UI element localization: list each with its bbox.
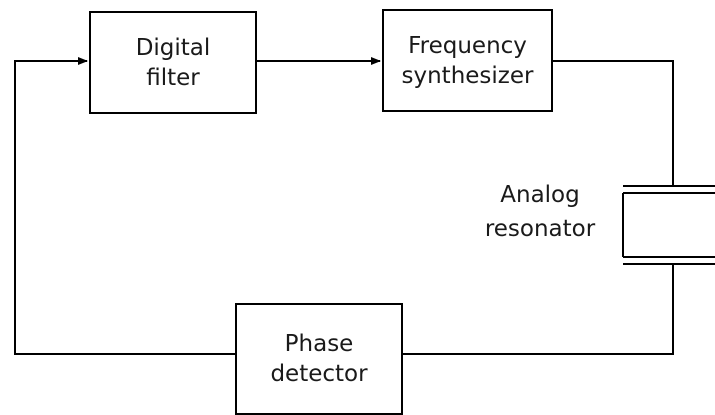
digital-filter-block: Digital filter [89, 11, 257, 114]
feedback-wire [14, 57, 235, 355]
synth-to-resonator-wire [553, 60, 674, 186]
frequency-synthesizer-block: Frequency synthesizer [382, 9, 553, 112]
frequency-synthesizer-label-line-2: synthesizer [401, 62, 534, 89]
phase-detector-label-line-2: detector [270, 361, 368, 387]
analog-resonator-label-line-1: Analog [500, 182, 580, 208]
analog-resonator-label: Analog resonator [470, 178, 610, 246]
analog-resonator-label-line-2: resonator [484, 216, 596, 242]
digital-filter-label-line-1: Digital [135, 34, 211, 61]
resonator-to-detector-wire [403, 264, 674, 355]
phase-detector-label-line-1: Phase [284, 331, 354, 357]
phase-detector-block: Phase detector [235, 303, 403, 415]
digital-filter-label-line-2: filter [146, 64, 200, 91]
resonator-symbol [622, 185, 715, 265]
frequency-synthesizer-label-line-1: Frequency [408, 32, 527, 59]
